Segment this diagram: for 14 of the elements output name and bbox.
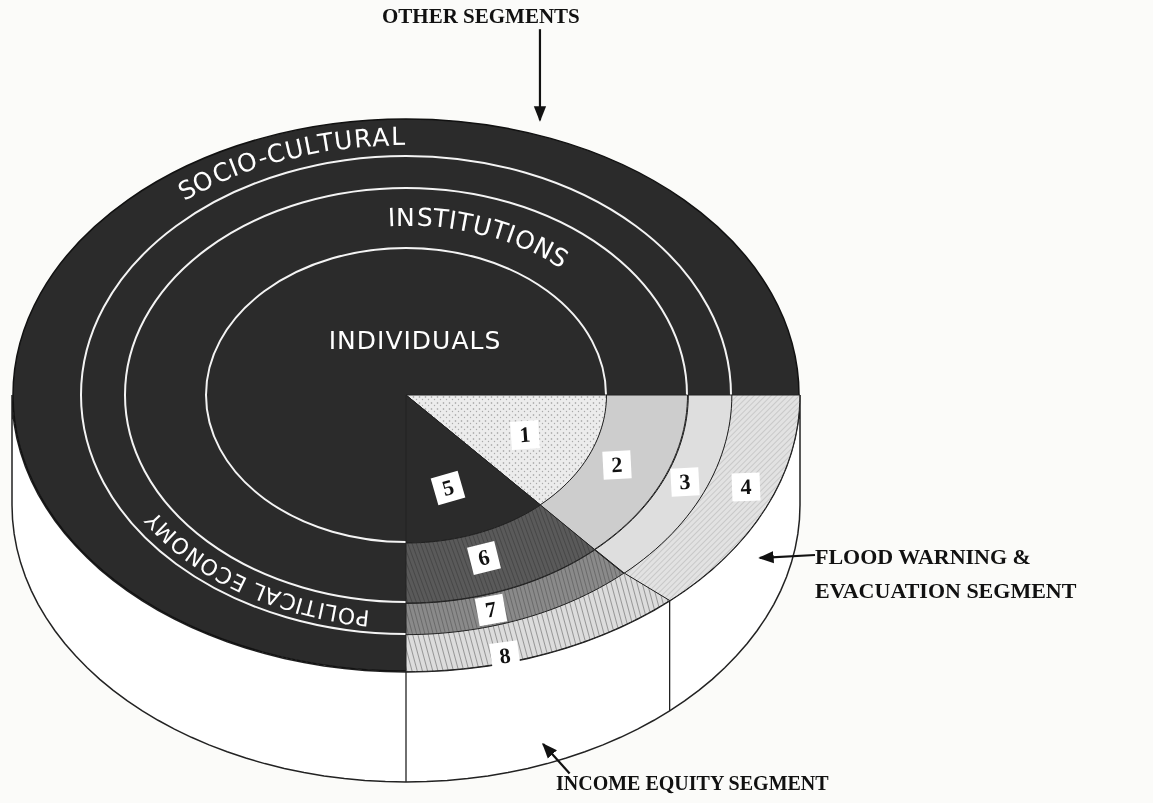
arrow <box>758 551 816 564</box>
ring-label: POLITICAL ECONOMY <box>140 507 372 630</box>
ring-label: INDIVIDUALS <box>328 327 502 353</box>
segment-number: 2 <box>602 450 632 480</box>
segment-caption: FLOOD WARNING & EVACUATION SEGMENT <box>815 543 1078 606</box>
segment-caption: OTHER SEGMENTS <box>382 4 580 30</box>
ring-label: INSTITUTIONS <box>386 202 575 273</box>
segment-number: 1 <box>510 420 540 450</box>
segment-number: 4 <box>731 472 761 502</box>
arrow <box>542 742 571 775</box>
ring-label: SOCIO-CULTURAL <box>172 121 407 205</box>
segment-caption: INCOME EQUITY SEGMENT <box>556 771 829 795</box>
segment-number: 3 <box>670 467 700 497</box>
arrow <box>533 29 547 122</box>
